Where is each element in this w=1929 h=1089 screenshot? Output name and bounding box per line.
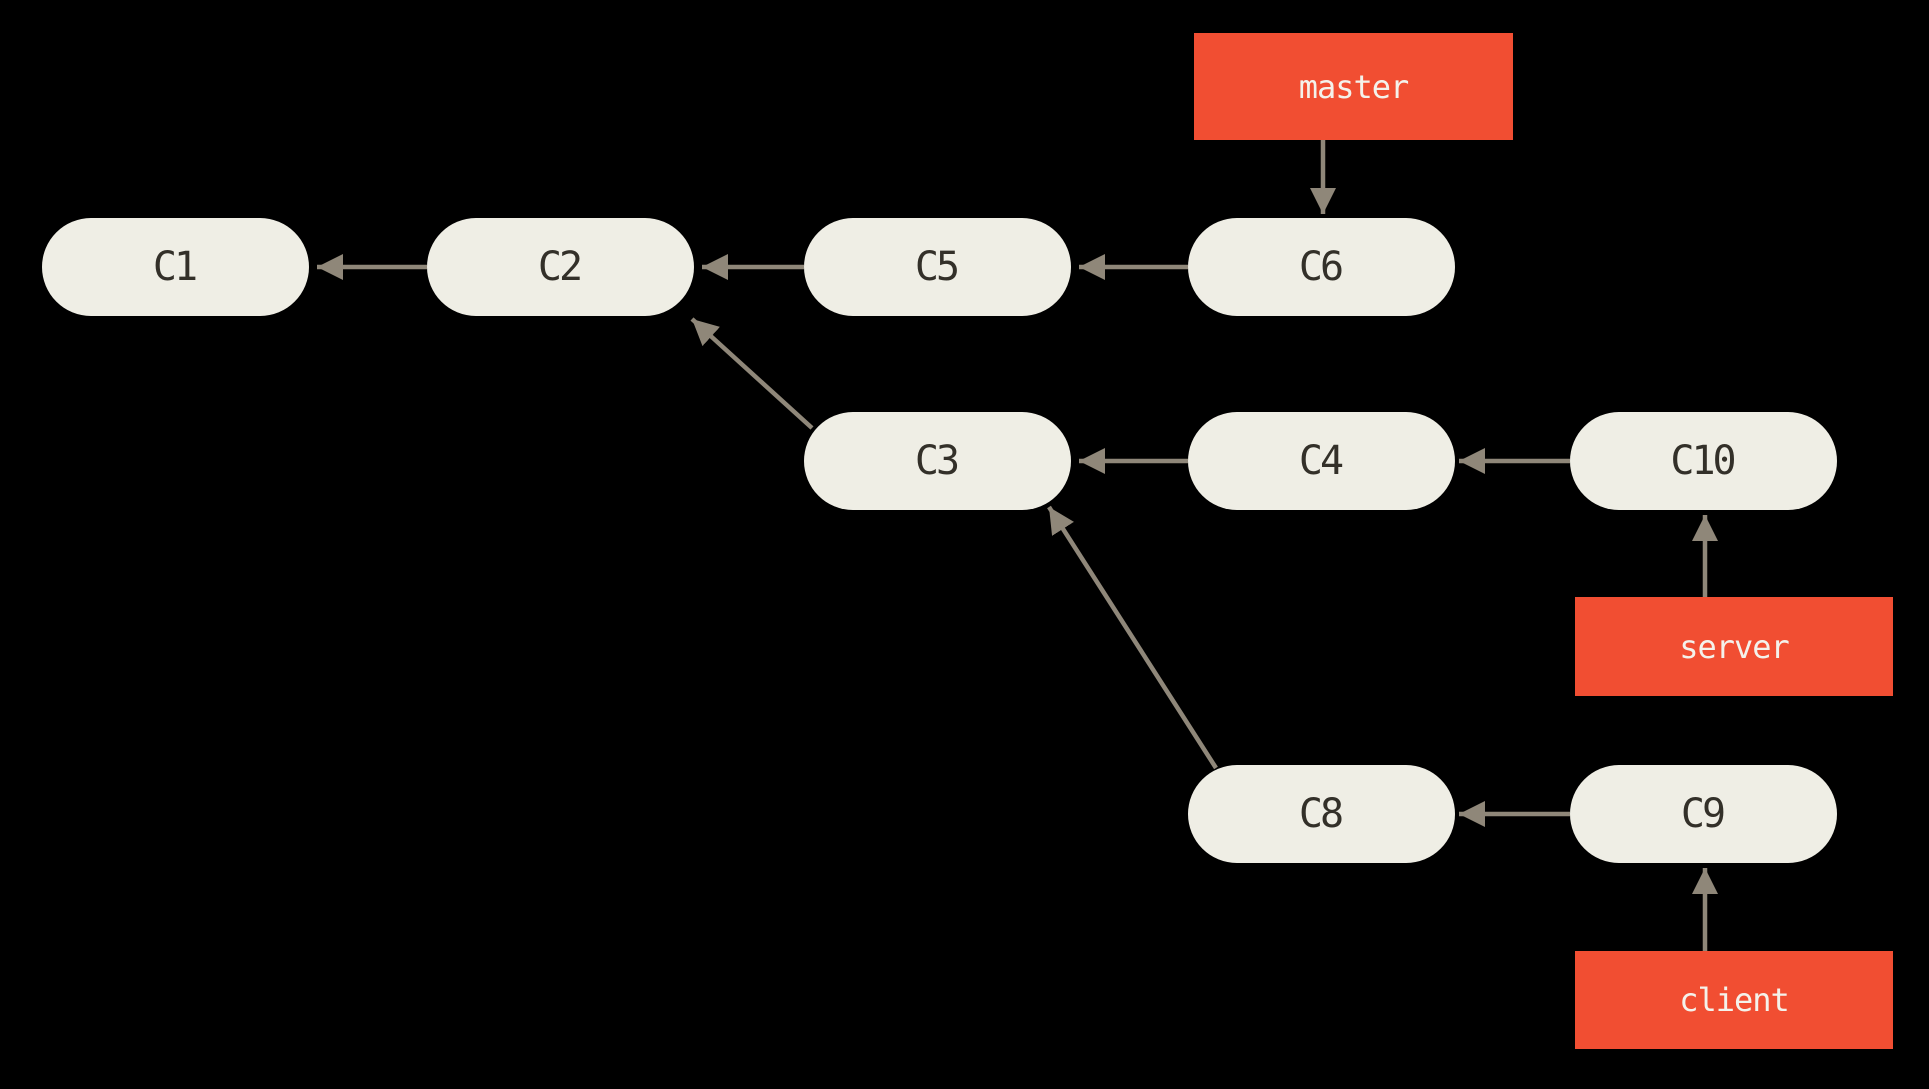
commit-node-c2: C2 — [427, 218, 694, 316]
commit-node-c1: C1 — [42, 218, 309, 316]
commit-node-c4: C4 — [1188, 412, 1455, 510]
branch-label-server: server — [1575, 597, 1893, 696]
branch-label-client: client — [1575, 951, 1893, 1049]
commit-node-c6: C6 — [1188, 218, 1455, 316]
arrow-c3-to-c2 — [690, 317, 814, 430]
commit-node-c3: C3 — [804, 412, 1071, 510]
branch-label-master: master — [1194, 33, 1513, 140]
arrow-c8-to-c3 — [1047, 505, 1218, 770]
commit-node-c5: C5 — [804, 218, 1071, 316]
commit-node-c10: C10 — [1570, 412, 1837, 510]
commit-node-c8: C8 — [1188, 765, 1455, 863]
commit-node-c9: C9 — [1570, 765, 1837, 863]
